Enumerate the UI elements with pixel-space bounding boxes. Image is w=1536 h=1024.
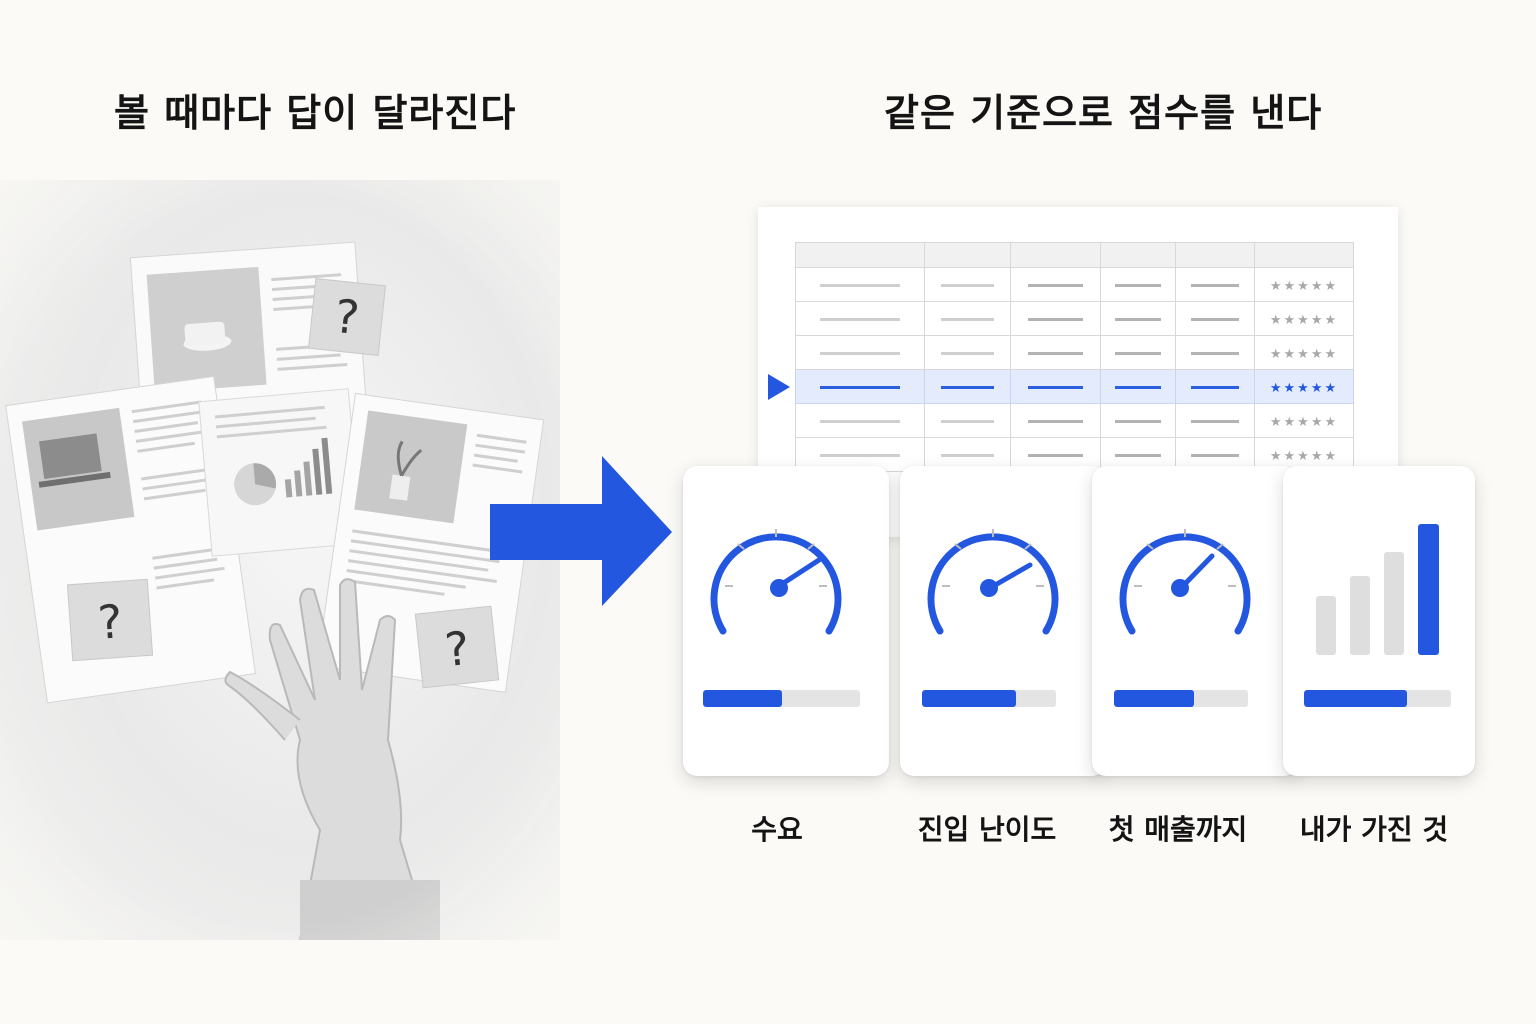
coffee-cup-icon — [184, 321, 226, 346]
criteria-card-my-assets[interactable] — [1283, 466, 1475, 776]
left-heading: 볼 때마다 답이 달라진다 — [114, 91, 517, 135]
document-left — [5, 375, 256, 704]
question-note-3: ? — [414, 605, 500, 689]
score-bar-fill — [1304, 690, 1407, 707]
svg-text:?: ? — [96, 594, 124, 650]
score-bar — [1114, 690, 1248, 707]
plant-photo — [354, 410, 468, 524]
criteria-card-demand[interactable] — [683, 466, 889, 776]
criteria-label-my-assets: 내가 가진 것 — [1299, 813, 1449, 846]
table-row[interactable]: ★★★★★ — [795, 335, 1354, 370]
speedometer-icon — [927, 529, 1059, 635]
criteria-card-entry-difficulty[interactable] — [900, 466, 1106, 776]
score-bar-fill — [1114, 690, 1195, 707]
laptop-icon — [39, 433, 102, 480]
star-rating: ★★★★★ — [1269, 313, 1339, 328]
table-row-highlighted[interactable]: ★★★★★ — [795, 369, 1354, 404]
table-row[interactable]: ★★★★★ — [795, 403, 1354, 438]
speedometer-icon — [1119, 529, 1251, 635]
score-bar — [922, 690, 1056, 707]
criteria-label-first-revenue: 첫 매출까지 — [1108, 813, 1248, 846]
document-middle — [198, 388, 363, 557]
row-pointer-icon — [768, 374, 790, 400]
star-rating: ★★★★★ — [1269, 415, 1339, 430]
svg-text:?: ? — [332, 289, 362, 345]
table-header-row — [795, 242, 1354, 268]
star-rating: ★★★★★ — [1269, 279, 1339, 294]
score-bar — [1304, 690, 1451, 707]
score-bar — [703, 690, 860, 707]
right-arrow-icon — [490, 456, 672, 606]
speedometer-icon — [710, 529, 842, 635]
star-rating-highlighted: ★★★★★ — [1269, 381, 1339, 396]
table-row[interactable]: ★★★★★ — [795, 301, 1354, 336]
score-bar-fill — [703, 690, 782, 707]
right-heading: 같은 기준으로 점수를 낸다 — [884, 91, 1323, 135]
star-rating: ★★★★★ — [1269, 347, 1339, 362]
score-bar-fill — [922, 690, 1016, 707]
question-note-2: ? — [66, 578, 154, 662]
criteria-label-demand: 수요 — [751, 813, 803, 846]
svg-text:?: ? — [442, 621, 472, 677]
question-note-1: ? — [307, 277, 387, 357]
bar-chart-icon — [1316, 524, 1439, 655]
table-row[interactable]: ★★★★★ — [795, 267, 1354, 302]
score-table: ★★★★★ ★★★★★ ★★★★★ ★★★★★ ★★★★★ ★★★★★ — [795, 242, 1354, 472]
hand-illustration — [224, 578, 440, 940]
scattered-documents-illustration: ? ? — [0, 180, 560, 940]
bar-chart-illustration-icon — [284, 437, 333, 498]
criteria-label-entry-difficulty: 진입 난이도 — [917, 813, 1057, 846]
plant-pot-icon — [389, 474, 411, 501]
criteria-card-first-revenue[interactable] — [1092, 466, 1298, 776]
star-rating: ★★★★★ — [1269, 449, 1339, 464]
